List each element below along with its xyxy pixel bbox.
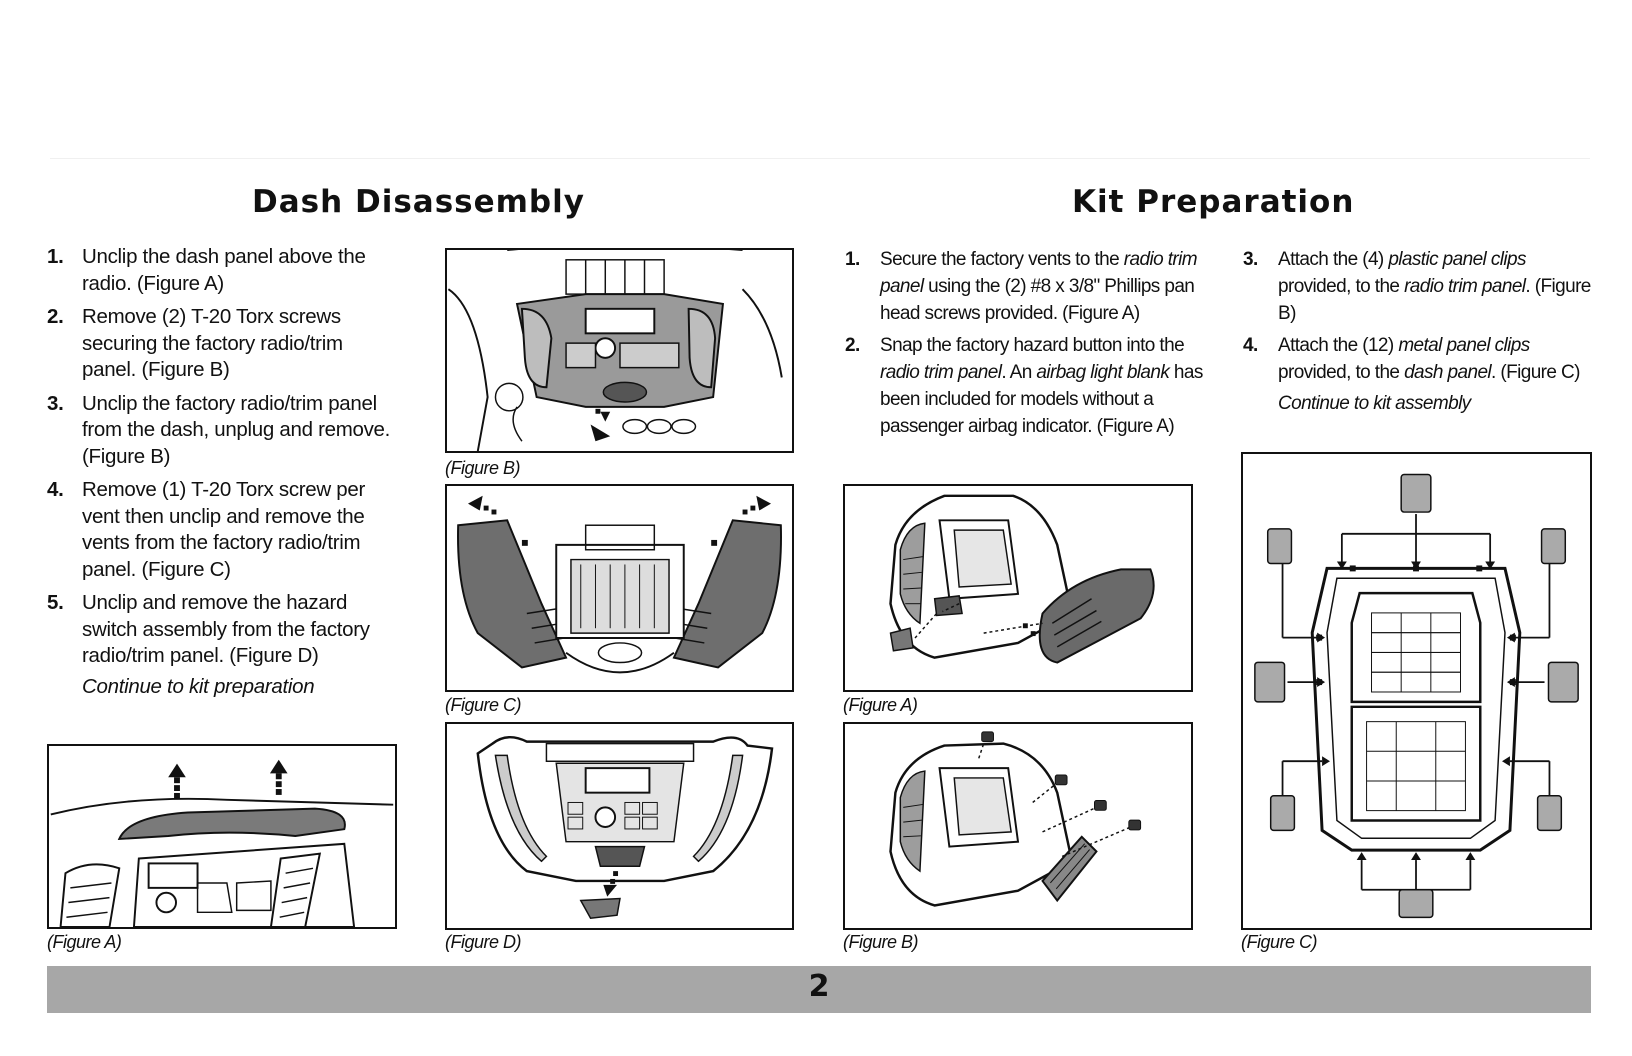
dash-steps-list: 1.Unclip the dash panel above the radio.… bbox=[47, 244, 402, 707]
kit-preparation-title: Kit Preparation bbox=[1072, 184, 1355, 220]
radio-trim-panel-illustration bbox=[447, 250, 783, 451]
dash-continue-note: Continue to kit preparation bbox=[82, 674, 315, 698]
dash-figure-d bbox=[445, 722, 794, 930]
plastic-clips-illustration bbox=[889, 731, 1142, 907]
dash-disassembly-title: Dash Disassembly bbox=[252, 184, 585, 220]
dash-figure-b bbox=[445, 248, 794, 453]
kit-step-4: 4.Attach the (12) metal panel clips prov… bbox=[1243, 332, 1598, 417]
kit-step-1: 1.Secure the factory vents to the radio … bbox=[845, 249, 1198, 324]
metal-clips-dash-panel-illustration bbox=[1254, 473, 1579, 919]
dash-caption-a: (Figure A) bbox=[47, 932, 122, 952]
dash-step-1: 1.Unclip the dash panel above the radio.… bbox=[47, 245, 366, 295]
dash-caption-d: (Figure D) bbox=[445, 932, 522, 952]
kit-step-2: 2.Snap the factory hazard button into th… bbox=[845, 335, 1203, 437]
kit-figure-c bbox=[1241, 452, 1592, 930]
dash-step-2: 2.Remove (2) T-20 Torx screws securing t… bbox=[47, 305, 343, 381]
dash-step-4: 4.Remove (1) T-20 Torx screw per vent th… bbox=[47, 478, 366, 581]
footer-bar: 2 bbox=[47, 966, 1591, 1013]
kit-steps-list-left: 1.Secure the factory vents to the radio … bbox=[845, 246, 1205, 445]
kit-figure-a bbox=[843, 484, 1193, 692]
dash-step-3: 3.Unclip the factory radio/trim panel fr… bbox=[47, 391, 391, 468]
kit-figure-b bbox=[843, 722, 1193, 930]
kit-caption-a: (Figure A) bbox=[843, 695, 918, 715]
header-rule bbox=[50, 158, 1590, 159]
kit-continue-note: Continue to kit assembly bbox=[1278, 393, 1471, 414]
kit-caption-c: (Figure C) bbox=[1241, 932, 1318, 952]
dash-figure-a bbox=[47, 744, 397, 929]
dash-caption-b: (Figure B) bbox=[445, 458, 521, 478]
kit-caption-b: (Figure B) bbox=[843, 932, 919, 952]
page-number: 2 bbox=[808, 969, 830, 1004]
dash-panel-illustration bbox=[50, 759, 394, 927]
dash-step-5: 5.Unclip and remove the hazard switch as… bbox=[47, 590, 402, 700]
dash-figure-c bbox=[445, 484, 794, 692]
kit-steps-list-right: 3.Attach the (4) plastic panel clips pro… bbox=[1243, 246, 1598, 422]
vent-removal-illustration bbox=[457, 495, 782, 674]
vents-to-trim-panel-illustration bbox=[889, 494, 1155, 664]
kit-step-3: 3.Attach the (4) plastic panel clips pro… bbox=[1243, 249, 1591, 324]
dash-caption-c: (Figure C) bbox=[445, 695, 522, 715]
hazard-switch-illustration bbox=[476, 736, 774, 919]
